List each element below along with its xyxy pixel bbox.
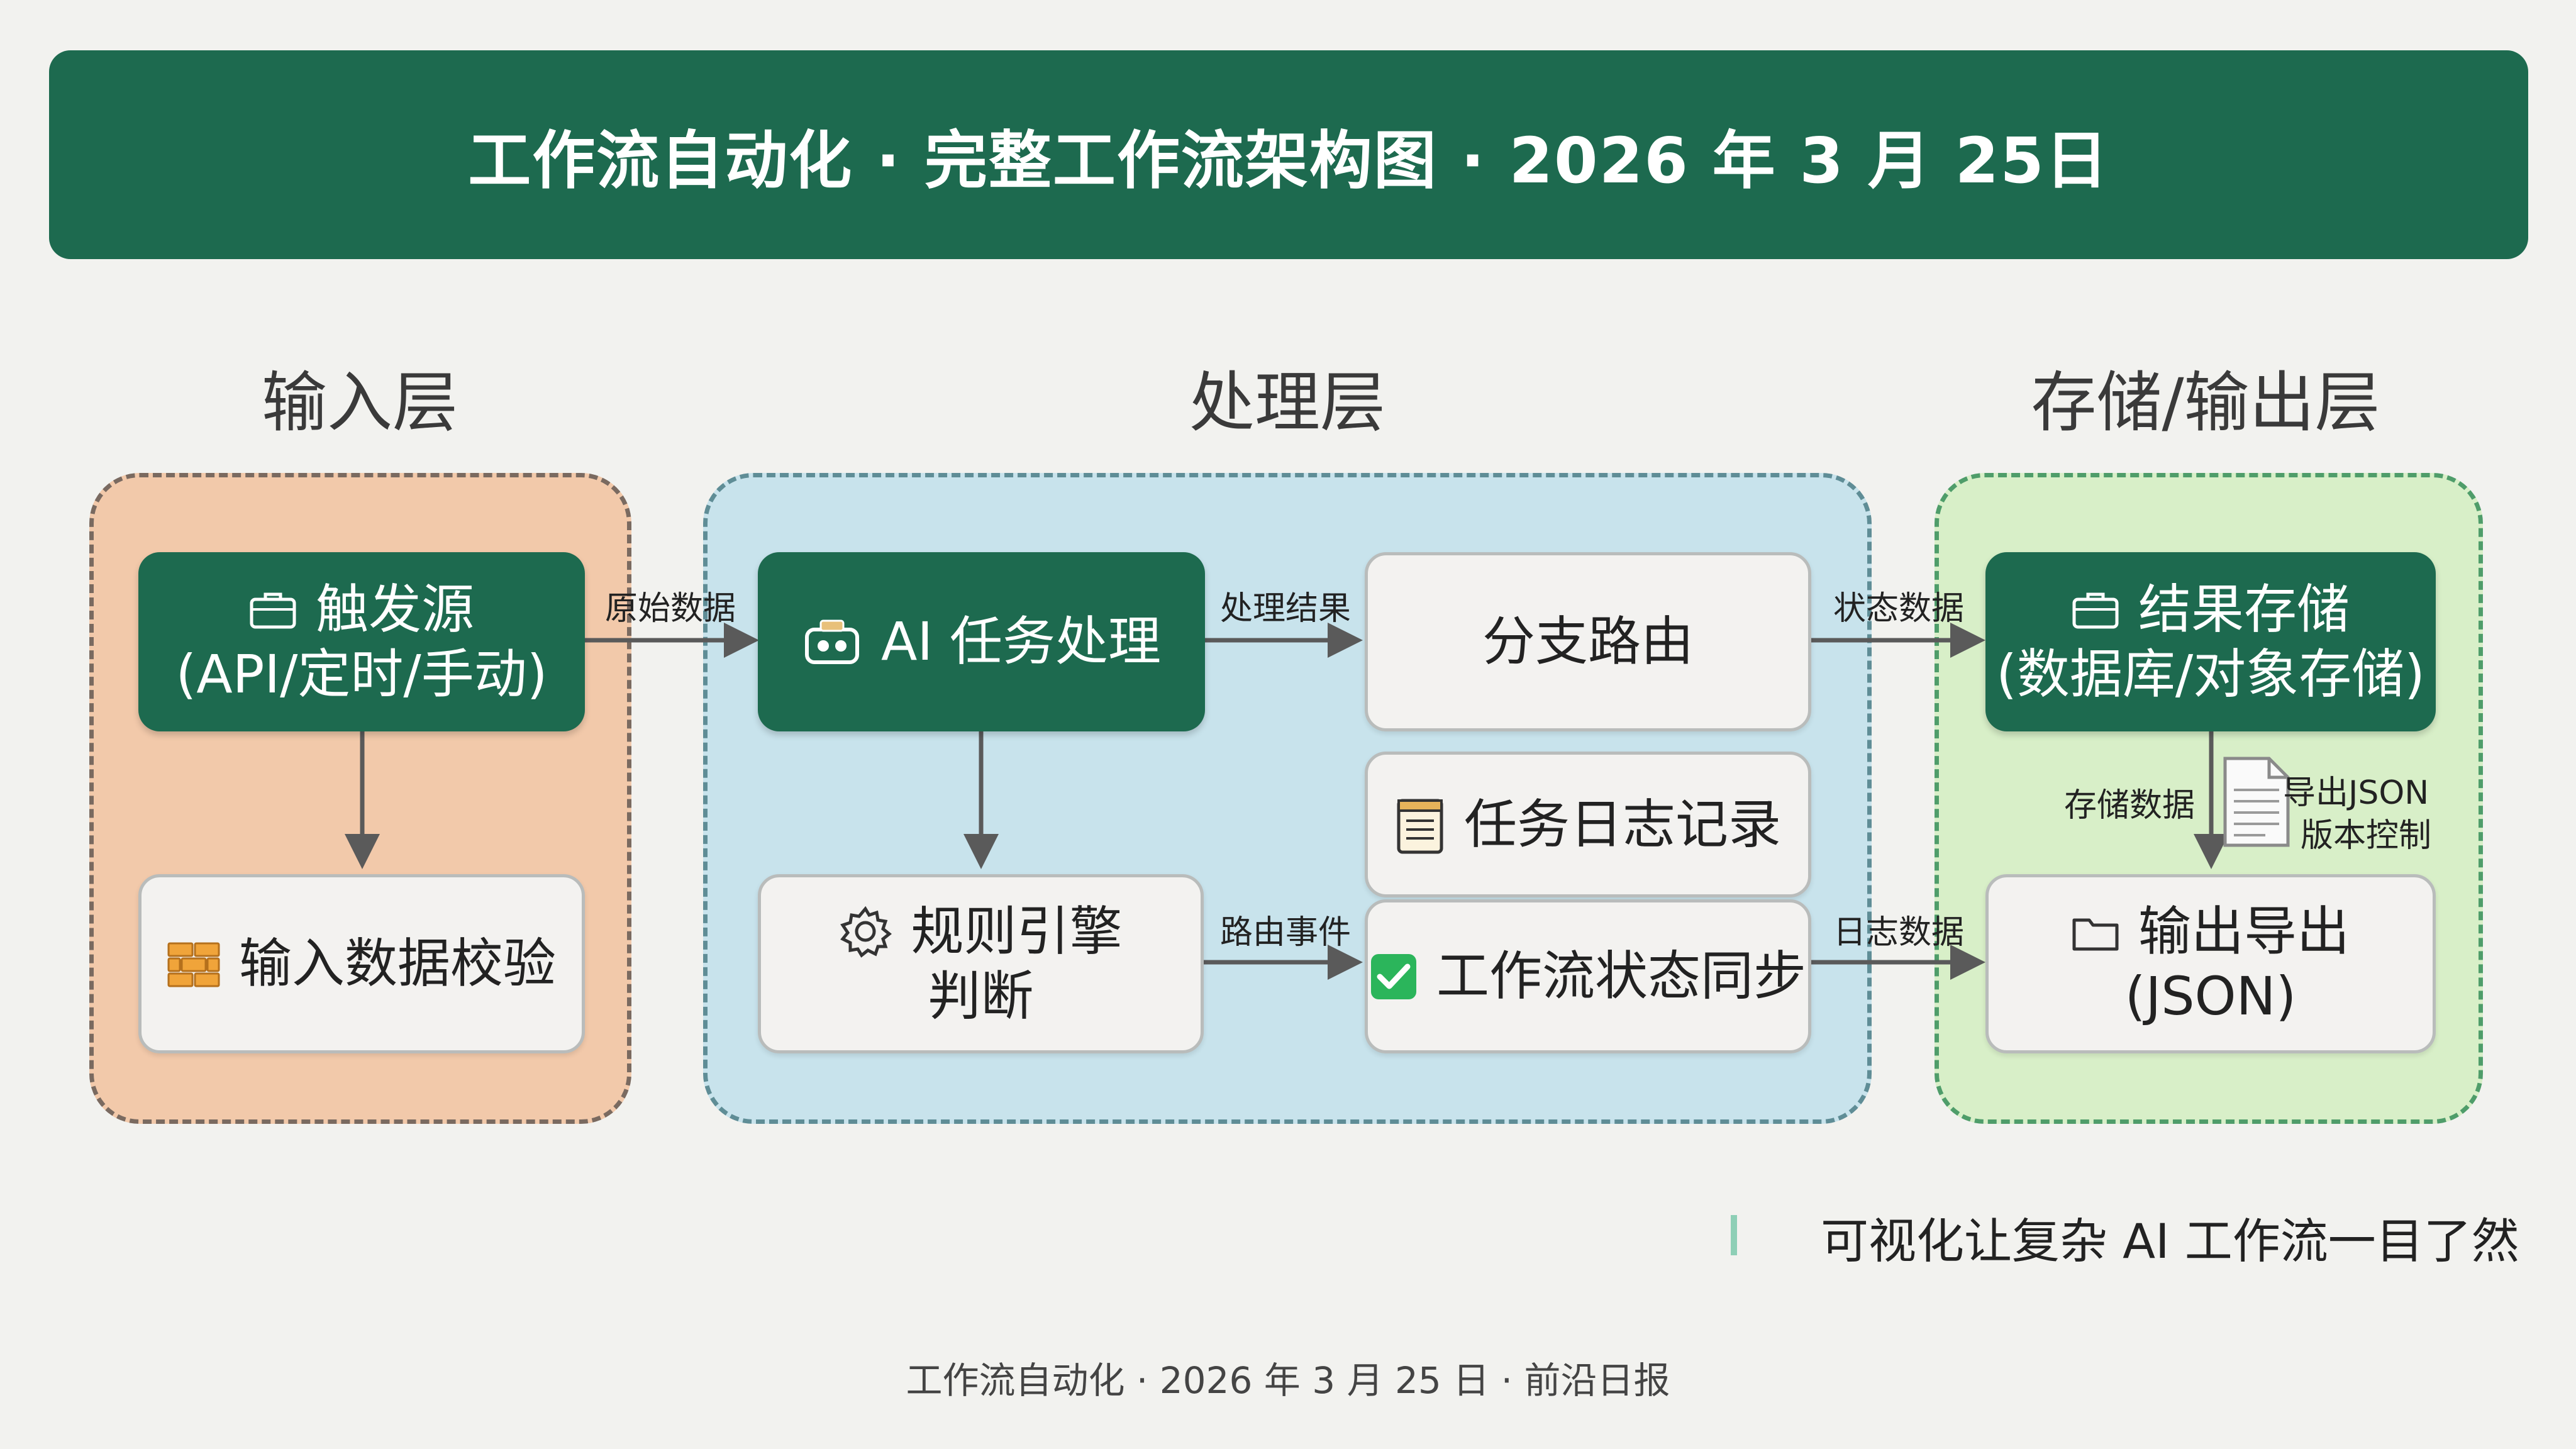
edge-label-process-result: 处理结果	[1220, 590, 1352, 628]
rule-engine-label: 规则引擎	[911, 901, 1123, 963]
input-validation-node[interactable]: 输入数据校验	[138, 874, 585, 1053]
ai-task-label: AI 任务处理	[881, 611, 1161, 673]
edge-label-version-control: 版本控制	[2301, 817, 2432, 855]
result-storage-sub: (数据库/对象存储)	[1996, 643, 2425, 705]
trigger-source-node[interactable]: 触发源 (API/定时/手动)	[138, 552, 585, 731]
edge-label-raw-data: 原始数据	[605, 590, 736, 628]
trigger-source-sub: (API/定时/手动)	[175, 643, 548, 705]
branch-routing-label: 分支路由	[1482, 611, 1694, 673]
input-layer-title: 输入层	[261, 364, 458, 441]
result-storage-node[interactable]: 结果存储 (数据库/对象存储)	[1985, 552, 2436, 731]
edge-label-store-data: 存储数据	[2064, 787, 2196, 824]
document-icon	[2221, 755, 2292, 849]
task-log-node[interactable]: 任务日志记录	[1365, 752, 1811, 897]
checkbox-icon	[1370, 953, 1418, 1001]
footer: 工作流自动化 · 2026 年 3 月 25 日 · 前沿日报	[906, 1359, 1670, 1402]
gear-icon	[839, 905, 892, 958]
robot-icon	[802, 617, 862, 667]
edge-label-export-json: 导出JSON	[2283, 774, 2429, 812]
edge-label-route-event: 路由事件	[1220, 914, 1352, 952]
storage-layer-title: 存储/输出层	[2031, 364, 2380, 441]
page-title: 工作流自动化 · 完整工作流架构图 · 2026 年 3 月 25日	[49, 50, 2528, 259]
result-storage-label: 结果存储	[2138, 579, 2350, 641]
tagline: 可视化让复杂 AI 工作流一目了然	[1821, 1213, 2519, 1269]
output-export-sub: (JSON)	[2124, 965, 2297, 1027]
output-export-label: 输出导出	[2138, 901, 2350, 963]
trigger-source-label: 触发源	[315, 579, 474, 641]
briefcase-icon	[249, 589, 297, 630]
state-sync-node[interactable]: 工作流状态同步	[1365, 899, 1811, 1053]
notepad-icon	[1395, 794, 1445, 855]
rule-engine-sub: 判断	[928, 965, 1034, 1027]
branch-routing-node[interactable]: 分支路由	[1365, 552, 1811, 731]
output-export-node[interactable]: 输出导出 (JSON)	[1985, 874, 2436, 1053]
brick-wall-icon	[167, 941, 220, 987]
input-validation-label: 输入数据校验	[238, 933, 556, 995]
task-log-label: 任务日志记录	[1463, 793, 1781, 855]
state-sync-label: 工作流状态同步	[1436, 945, 1806, 1008]
folder-icon	[2072, 911, 2119, 952]
tagline-accent-bar	[1731, 1215, 1737, 1255]
edge-label-state-data: 状态数据	[1833, 590, 1965, 628]
briefcase-icon	[2072, 589, 2119, 630]
edge-label-log-data: 日志数据	[1833, 914, 1965, 952]
ai-task-node[interactable]: AI 任务处理	[758, 552, 1205, 731]
rule-engine-node[interactable]: 规则引擎 判断	[758, 874, 1204, 1053]
process-layer-title: 处理层	[1189, 364, 1385, 441]
